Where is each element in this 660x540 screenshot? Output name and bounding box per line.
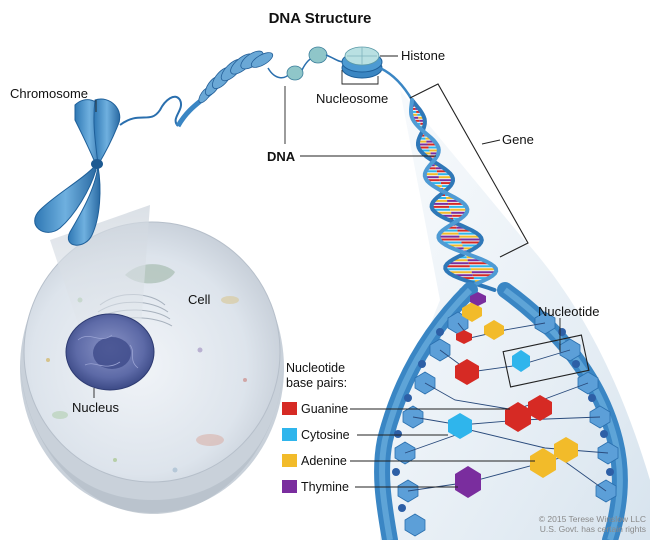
gene-leader [481,139,501,145]
label-nucleosome: Nucleosome [316,91,388,106]
base-pair-blue [512,350,530,372]
base-pair-purple [470,292,486,306]
base-pair-red [455,359,479,385]
label-chromosome: Chromosome [10,86,88,101]
legend-swatch-cytosine [282,428,297,441]
legend-swatch-adenine [282,454,297,467]
credit-line1: © 2015 Terese Winslow LLC [539,514,646,524]
nucleosome-leader [341,70,379,85]
base-pair-legend: Nucleotide base pairs: Guanine Cytosine … [282,361,535,494]
base-pair-yellow [554,437,578,463]
double-helix-lower [374,282,628,540]
label-nucleotide: Nucleotide [538,304,599,319]
nucleotide-box [502,334,590,388]
diagram-title: DNA Structure [269,10,372,27]
legend-swatch-guanine [282,402,297,415]
double-helix-upper [409,98,499,292]
nucleosome [341,46,383,79]
legend-heading-line1: Nucleotide [286,361,345,375]
gene-bracket [409,83,529,258]
dna-strand [379,66,414,101]
nucleus [65,313,155,391]
label-dna: DNA [267,149,296,164]
helix-magnify-fan [380,90,650,540]
base-pair-yellow [484,320,504,340]
base-pair-yellow [462,302,482,322]
base-pair-red [528,395,552,421]
base-pair-red [505,402,531,432]
chromosome [34,98,121,246]
label-gene: Gene [502,132,534,147]
helix-backbone [409,98,499,292]
credit-line2: U.S. Govt. has certain rights [540,524,646,534]
base-pair-purple [455,466,481,498]
legend-label-adenine: Adenine [301,454,347,468]
base-pair-blue [448,413,472,439]
legend-heading-line2: base pairs: [286,376,347,390]
label-nucleus: Nucleus [72,400,119,415]
legend-swatch-thymine [282,480,297,493]
base-pair-yellow [530,448,556,478]
legend-label-cytosine: Cytosine [301,428,350,442]
chromatin-coil [119,46,345,128]
label-cell: Cell [188,292,211,307]
legend-label-guanine: Guanine [301,402,348,416]
base-pair-red [456,330,472,344]
legend-label-thymine: Thymine [301,480,349,494]
label-histone: Histone [401,48,445,63]
